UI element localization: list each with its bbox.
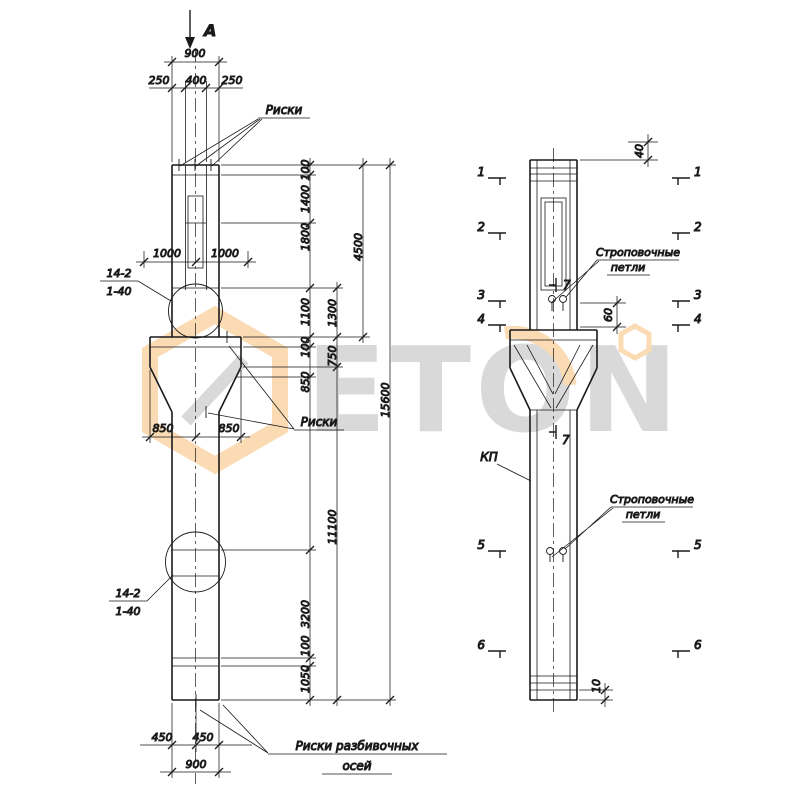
dim-15600: 15600	[379, 383, 392, 418]
dim-250-right: 250	[222, 74, 243, 87]
section-7-bottom: 7	[562, 433, 570, 447]
lifting-loop-ticks	[549, 303, 564, 562]
lifting-loop-lower-1	[546, 547, 554, 555]
side-recess-inner	[544, 201, 563, 287]
lifting-loop-upper-1	[548, 295, 556, 303]
dim-3200: 3200	[299, 600, 312, 628]
dim-1100: 1100	[299, 298, 312, 326]
leader-strop-lower	[551, 506, 693, 558]
watermark-hexagon-bar	[181, 354, 249, 426]
side-detail-lines	[510, 160, 597, 700]
section-4-right: 4	[694, 312, 702, 326]
label-riski-top: Риски	[266, 103, 303, 117]
side-dim-ticks	[600, 137, 653, 705]
side-outline	[509, 159, 598, 701]
detail-lower-number: 14-2	[116, 587, 141, 600]
detail-circle-lower	[165, 531, 226, 593]
dim-850-right: 850	[219, 422, 240, 435]
label-strop-lower-1: Строповочные	[610, 493, 694, 506]
side-view: КП Строповочные петли Строповочные петли…	[477, 134, 703, 712]
elevation-risk-ticks	[178, 159, 228, 707]
leader-riski-axes	[199, 704, 447, 775]
dim-850-vert: 850	[299, 372, 312, 393]
dim-450-left: 450	[152, 731, 173, 744]
label-strop-upper-2: петли	[611, 261, 646, 274]
elevation-detail-lines	[150, 165, 241, 667]
dim-900-top: 900	[185, 47, 206, 60]
dim-100-bottom: 100	[299, 636, 312, 657]
detail-upper-number: 14-2	[107, 267, 132, 280]
section-6-left: 6	[477, 638, 485, 652]
section-3-left: 3	[477, 288, 485, 302]
dim-ticks	[139, 57, 395, 777]
dim-100-top: 100	[299, 160, 312, 181]
leader-riski-mid	[207, 345, 344, 431]
label-kp: КП	[480, 450, 498, 464]
section-2-left: 2	[477, 220, 485, 234]
dim-1000-right: 1000	[211, 247, 239, 260]
section-5-left: 5	[477, 538, 485, 552]
dim-40: 40	[633, 144, 646, 158]
dim-60: 60	[602, 308, 615, 322]
elevation-outline	[149, 164, 242, 701]
lifting-loop-upper-2	[559, 295, 567, 303]
dim-1800: 1800	[299, 223, 312, 251]
leader-detail-upper	[100, 280, 172, 302]
section-4-left: 4	[477, 312, 485, 326]
detail-upper-sheet: 1-40	[107, 285, 132, 298]
dim-1400: 1400	[299, 185, 312, 213]
dim-1050: 1050	[299, 665, 312, 693]
elevation-recess	[187, 195, 204, 269]
section-1-left: 1	[477, 165, 485, 179]
watermark-text: ETON	[306, 321, 682, 459]
leader-riski-top	[179, 117, 310, 167]
dim-10: 10	[590, 679, 603, 693]
label-strop-lower-2: петли	[626, 508, 661, 521]
label-riski-axes-1: Риски разбивочных	[296, 739, 420, 753]
side-dim-lines	[579, 134, 658, 707]
dim-11100: 11100	[326, 510, 339, 545]
label-riski-axes-2: осей	[342, 759, 371, 773]
elevation-view: А 900 250 400 250 Риски 1000 1000 14-2 1…	[100, 10, 447, 784]
dim-400: 400	[186, 74, 207, 87]
dim-900-bottom: 900	[186, 758, 207, 771]
label-strop-upper-1: Строповочные	[596, 246, 680, 259]
label-riski-mid: Риски	[301, 415, 338, 429]
side-recess-outer	[540, 197, 567, 291]
dim-450-right: 450	[193, 731, 214, 744]
dim-100-mid: 100	[299, 337, 312, 358]
detail-lower-sheet: 1-40	[116, 605, 141, 618]
dim-750: 750	[326, 346, 339, 367]
dim-250-left: 250	[149, 74, 170, 87]
section-2-right: 2	[694, 220, 702, 234]
dim-4500: 4500	[352, 233, 365, 261]
watermark-small-hexagon	[618, 323, 652, 361]
section-marks	[488, 177, 690, 658]
watermark-arc	[504, 325, 577, 386]
dim-lines-top	[149, 56, 243, 162]
section-6-right: 6	[694, 638, 702, 652]
view-arrow-head	[185, 37, 195, 49]
leader-strop-upper	[550, 259, 679, 304]
detail-circle-upper	[168, 283, 223, 339]
section-3-right: 3	[694, 288, 702, 302]
leader-detail-lower	[109, 574, 174, 602]
dim-850-left: 850	[153, 422, 174, 435]
section-5-right: 5	[694, 538, 702, 552]
section-7-top: 7	[563, 278, 571, 292]
view-direction-label: А	[202, 21, 216, 40]
section-1-right: 1	[694, 165, 702, 179]
leader-kp	[496, 463, 532, 482]
dim-1300: 1300	[326, 299, 339, 327]
watermark: ETON	[142, 305, 682, 475]
dim-1000-left: 1000	[153, 247, 181, 260]
dim-lines-right	[221, 158, 396, 706]
